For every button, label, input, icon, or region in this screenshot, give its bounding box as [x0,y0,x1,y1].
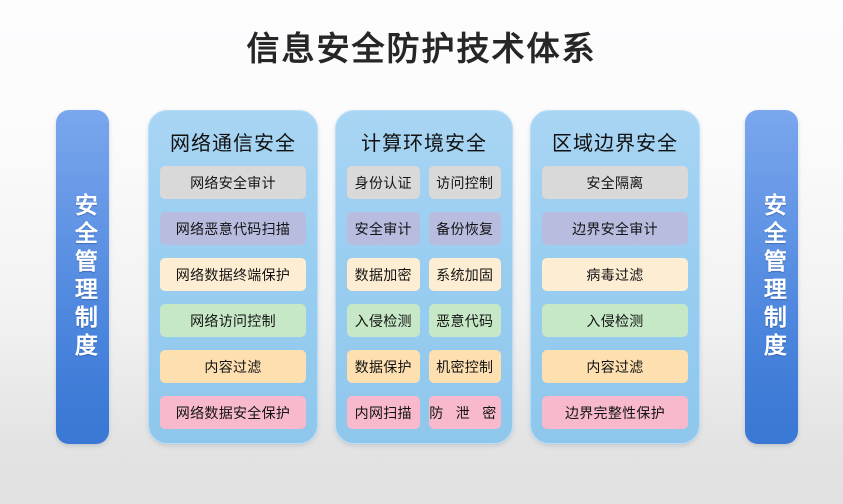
control-chip[interactable]: 内容过滤 [542,350,688,383]
chip-row: 数据保护机密控制 [347,350,501,383]
control-chip[interactable]: 访问控制 [428,166,501,199]
chip-row: 数据加密系统加固 [347,258,501,291]
control-chip[interactable]: 网络访问控制 [160,304,306,337]
panel-title: 计算环境安全 [361,131,487,155]
control-chip[interactable]: 内网扫描 [347,396,420,429]
panel-regional-boundary-security: 区域边界安全 安全隔离边界安全审计病毒过滤入侵检测内容过滤边界完整性保护 [530,110,700,444]
chip-row: 安全隔离 [542,166,688,199]
control-chip[interactable]: 数据保护 [347,350,420,383]
control-chip[interactable]: 系统加固 [428,258,501,291]
chip-row: 网络安全审计 [160,166,306,199]
chip-row: 边界完整性保护 [542,396,688,429]
page-title: 信息安全防护技术体系 [246,29,597,68]
side-bar-right-security-management: 安全管理制度 [745,110,798,444]
panel-computing-environment-security: 计算环境安全 身份认证访问控制安全审计备份恢复数据加密系统加固入侵检测恶意代码数… [335,110,513,444]
control-chip[interactable]: 机密控制 [428,350,501,383]
control-chip[interactable]: 网络数据终端保护 [160,258,306,291]
control-chip[interactable]: 安全隔离 [542,166,688,199]
control-chip[interactable]: 身份认证 [347,166,420,199]
chip-row: 安全审计备份恢复 [347,212,501,245]
control-chip[interactable]: 边界完整性保护 [542,396,688,429]
control-chip[interactable]: 安全审计 [347,212,420,245]
chip-row: 内容过滤 [542,350,688,383]
panel-body: 身份认证访问控制安全审计备份恢复数据加密系统加固入侵检测恶意代码数据保护机密控制… [347,166,501,429]
control-chip[interactable]: 网络数据安全保护 [160,396,306,429]
side-bar-left-label: 安全管理制度 [70,193,97,361]
chip-row: 入侵检测 [542,304,688,337]
chip-row: 网络访问控制 [160,304,306,337]
control-chip[interactable]: 病毒过滤 [542,258,688,291]
chip-row: 身份认证访问控制 [347,166,501,199]
control-chip[interactable]: 入侵检测 [542,304,688,337]
control-chip[interactable]: 内容过滤 [160,350,306,383]
control-chip[interactable]: 入侵检测 [347,304,420,337]
panel-title: 区域边界安全 [552,131,678,155]
chip-row: 边界安全审计 [542,212,688,245]
chip-row: 入侵检测恶意代码 [347,304,501,337]
chip-row: 网络数据终端保护 [160,258,306,291]
control-chip[interactable]: 备份恢复 [428,212,501,245]
control-chip[interactable]: 网络恶意代码扫描 [160,212,306,245]
chip-row: 内容过滤 [160,350,306,383]
side-bar-right-label: 安全管理制度 [759,193,786,361]
control-chip[interactable]: 数据加密 [347,258,420,291]
chip-row: 网络恶意代码扫描 [160,212,306,245]
chip-row: 病毒过滤 [542,258,688,291]
control-chip[interactable]: 网络安全审计 [160,166,306,199]
control-chip[interactable]: 边界安全审计 [542,212,688,245]
panel-body: 网络安全审计网络恶意代码扫描网络数据终端保护网络访问控制内容过滤网络数据安全保护 [160,166,306,429]
panel-title: 网络通信安全 [170,131,296,155]
control-chip[interactable]: 恶意代码 [428,304,501,337]
side-bar-left-security-management: 安全管理制度 [56,110,109,444]
chip-row: 网络数据安全保护 [160,396,306,429]
chip-row: 内网扫描防 泄 密 [347,396,501,429]
panel-body: 安全隔离边界安全审计病毒过滤入侵检测内容过滤边界完整性保护 [542,166,688,429]
control-chip[interactable]: 防 泄 密 [428,396,501,429]
panel-network-communication-security: 网络通信安全 网络安全审计网络恶意代码扫描网络数据终端保护网络访问控制内容过滤网… [148,110,318,444]
